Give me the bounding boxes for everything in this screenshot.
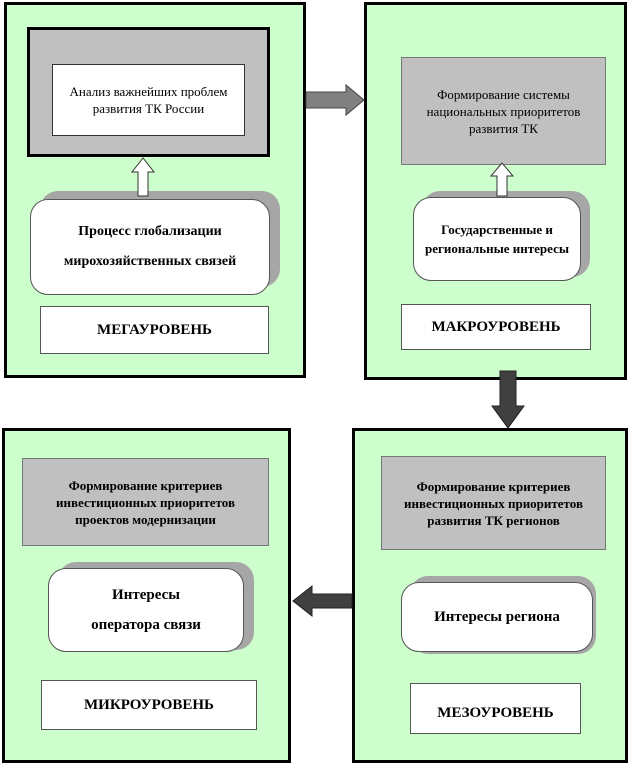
globalization-process-box: Процесс глобализации мирохозяйственных с… — [30, 199, 270, 295]
national-priorities-text: Формирование системы национальных приори… — [426, 86, 581, 136]
arrow-left-meso-to-micro-icon — [292, 584, 353, 618]
arrow-up-macro-icon — [489, 162, 515, 197]
meso-level-text: МЕЗОУРОВЕНЬ — [437, 705, 554, 721]
meso-level-label: МЕЗОУРОВЕНЬ — [410, 683, 581, 734]
operator-interests-line2: оператора связи — [91, 617, 201, 633]
region-interests-text: Интересы региона — [434, 609, 560, 625]
operator-interests-box: Интересы оператора связи — [48, 568, 244, 652]
globalization-line1: Процесс глобализации — [78, 224, 222, 239]
operator-interests-line1: Интересы — [112, 587, 180, 603]
mega-level-label: МЕГАУРОВЕНЬ — [40, 306, 269, 354]
macro-level-label: МАКРОУРОВЕНЬ — [401, 304, 591, 350]
micro-level-label: МИКРОУРОВЕНЬ — [41, 680, 257, 730]
regional-criteria-text: Формирование критериев инвестиционных пр… — [404, 478, 583, 528]
regional-criteria-box: Формирование критериев инвестиционных пр… — [381, 456, 606, 550]
project-criteria-box: Формирование критериев инвестиционных пр… — [22, 458, 269, 546]
project-criteria-text: Формирование критериев инвестиционных пр… — [56, 477, 235, 527]
macro-level-text: МАКРОУРОВЕНЬ — [431, 318, 561, 335]
arrow-down-macro-to-meso-icon — [491, 370, 525, 429]
arrow-up-mega-icon — [130, 157, 156, 197]
mega-level-text: МЕГАУРОВЕНЬ — [97, 321, 212, 338]
analysis-text: Анализ важнейших проблем развития ТК Рос… — [69, 84, 228, 116]
region-interests-box: Интересы региона — [401, 582, 593, 652]
globalization-line2: мирохозяйственных связей — [63, 254, 237, 269]
state-interests-text: Государственные и региональные интересы — [424, 222, 570, 256]
analysis-box: Анализ важнейших проблем развития ТК Рос… — [52, 64, 245, 136]
state-interests-box: Государственные и региональные интересы — [413, 197, 581, 281]
micro-level-text: МИКРОУРОВЕНЬ — [84, 696, 214, 713]
national-priorities-box: Формирование системы национальных приори… — [401, 57, 606, 165]
arrow-right-mega-to-macro-icon — [305, 83, 365, 117]
